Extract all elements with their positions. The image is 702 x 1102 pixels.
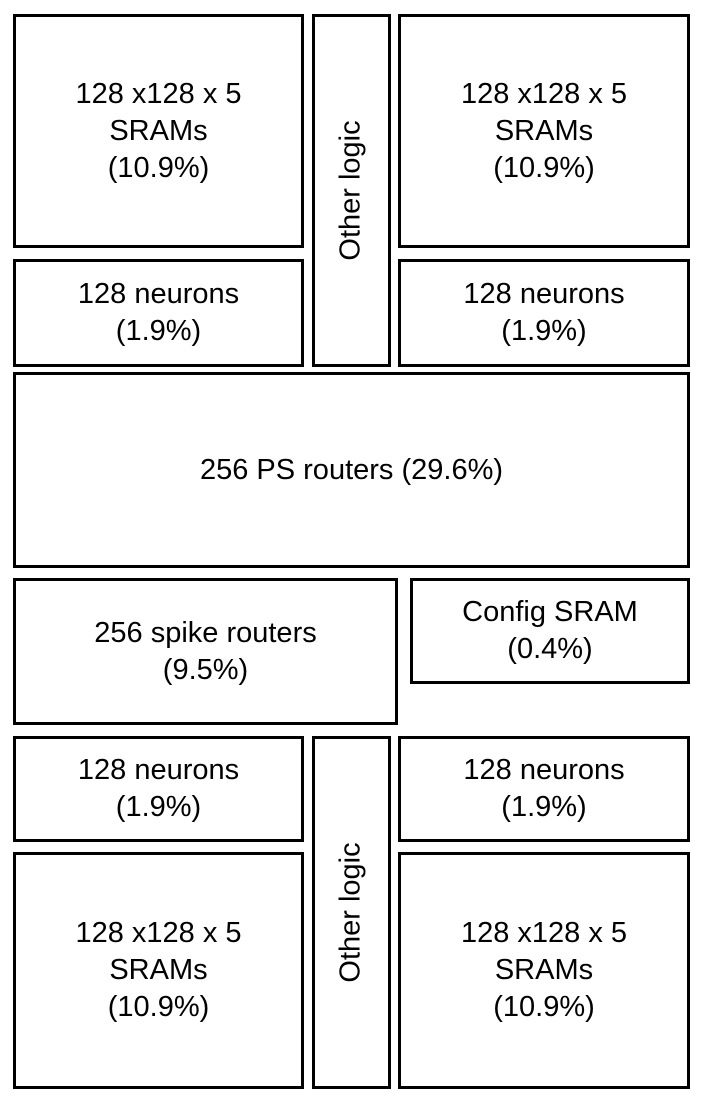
block-sram-bottom-right: 128 x128 x 5 SRAMs (10.9%) (398, 852, 690, 1089)
block-label: 128 x128 x 5 SRAMs (10.9%) (75, 76, 241, 187)
block-neurons-bottom-left: 128 neurons (1.9%) (13, 736, 304, 842)
label-line: (10.9%) (493, 151, 595, 184)
label-line: (1.9%) (115, 791, 202, 823)
label-line: (1.9%) (115, 315, 202, 347)
label-line: (10.9%) (493, 991, 595, 1023)
block-label: 128 neurons (1.9%) (78, 276, 239, 350)
label-line: 256 spike routers (94, 616, 317, 649)
label-line: 128 neurons (77, 754, 240, 786)
label-line: 128 x128 x 5 (460, 77, 628, 110)
label-line: SRAMs (109, 114, 208, 147)
block-neurons-bottom-right: 128 neurons (1.9%) (398, 736, 690, 842)
label-line: 128 x128 x 5 (75, 77, 242, 110)
label-line: SRAMs (109, 954, 208, 986)
label-line: 128 neurons (77, 278, 240, 310)
block-other-logic-top: Other logic (312, 14, 391, 367)
block-label: Config SRAM (0.4%) (462, 594, 638, 668)
block-label: Other logic (335, 842, 368, 983)
block-spike-routers: 256 spike routers (9.5%) (13, 578, 398, 725)
label-line: (10.9%) (107, 991, 210, 1023)
label-line: 128 neurons (463, 278, 625, 310)
label-line: SRAMs (494, 114, 594, 147)
block-sram-top-left: 128 x128 x 5 SRAMs (10.9%) (13, 14, 304, 248)
block-label: 128 neurons (1.9%) (463, 276, 624, 350)
label-line: (0.4%) (507, 633, 593, 665)
label-line: 128 x128 x 5 (75, 917, 242, 949)
label-line: (1.9%) (501, 791, 587, 823)
label-line: SRAMs (494, 954, 594, 986)
block-label: 128 neurons (1.9%) (78, 752, 239, 826)
block-config-sram: Config SRAM (0.4%) (410, 578, 690, 684)
block-sram-bottom-left: 128 x128 x 5 SRAMs (10.9%) (13, 852, 304, 1089)
label-line: (10.9%) (107, 151, 210, 184)
block-other-logic-bottom: Other logic (312, 736, 391, 1089)
block-label: Other logic (335, 120, 368, 261)
label-line: (1.9%) (501, 315, 587, 347)
block-label: 128 x128 x 5 SRAMs (10.9%) (461, 76, 627, 187)
label-line: 256 PS routers (29.6%) (199, 453, 504, 486)
block-label: 256 spike routers (9.5%) (94, 615, 316, 689)
label-line: (9.5%) (162, 653, 249, 686)
block-label: 128 x128 x 5 SRAMs (10.9%) (75, 915, 241, 1026)
block-label: 256 PS routers (29.6%) (200, 452, 503, 489)
block-label: 128 x128 x 5 SRAMs (10.9%) (461, 915, 627, 1026)
block-neurons-top-left: 128 neurons (1.9%) (13, 259, 304, 367)
label-line: 128 neurons (463, 754, 625, 786)
block-ps-routers: 256 PS routers (29.6%) (13, 372, 690, 568)
block-neurons-top-right: 128 neurons (1.9%) (398, 259, 690, 367)
label-line: Config SRAM (462, 596, 638, 628)
label-line: 128 x128 x 5 (460, 917, 628, 949)
block-label: 128 neurons (1.9%) (463, 752, 624, 826)
block-sram-top-right: 128 x128 x 5 SRAMs (10.9%) (398, 14, 690, 248)
